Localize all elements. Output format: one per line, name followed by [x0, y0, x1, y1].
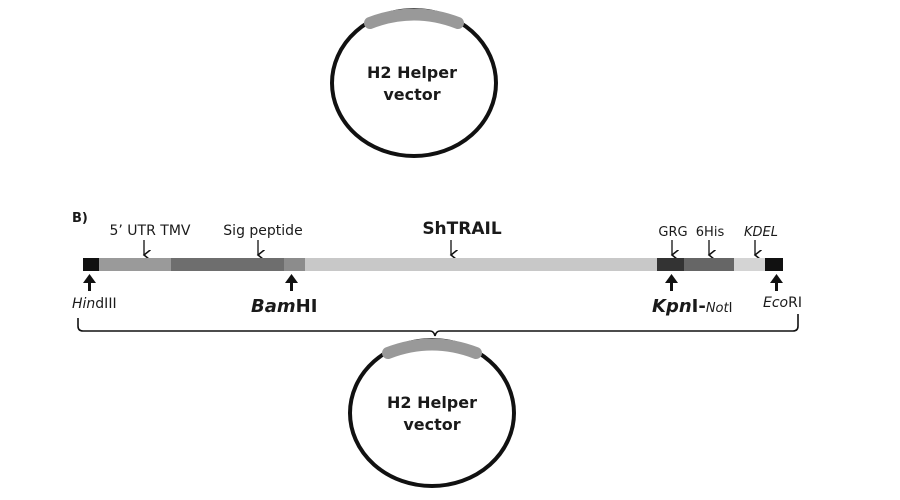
site-kpni-rest: I-	[692, 296, 706, 317]
top-vector-insert-arc	[364, 8, 464, 29]
arrow-up-kpni	[665, 274, 678, 291]
top-helper-vector: H2 Helper vector	[330, 8, 498, 158]
label-grg: GRG	[658, 225, 687, 240]
site-ecori: EcoRI	[763, 295, 802, 311]
site-noti-italic: Not	[706, 301, 730, 316]
bottom-vector-insert-arc	[382, 338, 482, 359]
site-hindiii: HindIII	[72, 296, 117, 312]
site-hindiii-rest: dIII	[95, 296, 116, 312]
top-vector-circle	[330, 8, 498, 158]
label-5utr-tmv: 5’ UTR TMV	[110, 223, 191, 239]
segment-bamhi-site	[284, 258, 305, 271]
bottom-vector-title-line2: vector	[403, 415, 460, 434]
bottom-vector-title-line1: H2 Helper	[387, 393, 477, 412]
panel-label: B)	[72, 211, 88, 226]
segment-shtrail	[305, 258, 657, 271]
bottom-helper-vector: H2 Helper vector	[348, 338, 516, 488]
site-bamhi: BamHI	[251, 296, 317, 317]
top-vector-title-line2: vector	[383, 85, 440, 104]
segment-grg	[657, 258, 684, 271]
label-6his: 6His	[696, 225, 725, 240]
insertion-bracket	[77, 314, 799, 337]
segment-hindiii-site	[83, 258, 99, 271]
site-hindiii-italic: Hin	[72, 296, 95, 312]
site-kpni-italic: Kpn	[652, 296, 692, 317]
site-ecori-italic: Eco	[763, 295, 788, 311]
bottom-vector-circle	[348, 338, 516, 488]
label-sig-peptide: Sig peptide	[223, 223, 302, 239]
site-kpni-noti: KpnI-NotI	[652, 296, 732, 317]
site-bamhi-rest: HI	[296, 296, 318, 317]
segment-5-utr-tmv	[99, 258, 171, 271]
site-ecori-rest: RI	[788, 295, 802, 311]
segment-ecori-site	[765, 258, 783, 271]
site-bamhi-italic: Bam	[251, 296, 296, 317]
top-vector-title-line1: H2 Helper	[367, 63, 457, 82]
segment-sig-peptide	[171, 258, 284, 271]
construct-bar	[83, 258, 783, 271]
site-noti-rest: I	[729, 301, 733, 316]
label-kdel: KDEL	[744, 225, 778, 240]
arrow-up-ecori	[770, 274, 783, 291]
segment-kdel	[734, 258, 765, 271]
arrow-up-hindiii	[83, 274, 96, 291]
label-shtrail: ShTRAIL	[422, 219, 502, 239]
arrow-up-bamhi	[285, 274, 298, 291]
segment-6his	[684, 258, 734, 271]
